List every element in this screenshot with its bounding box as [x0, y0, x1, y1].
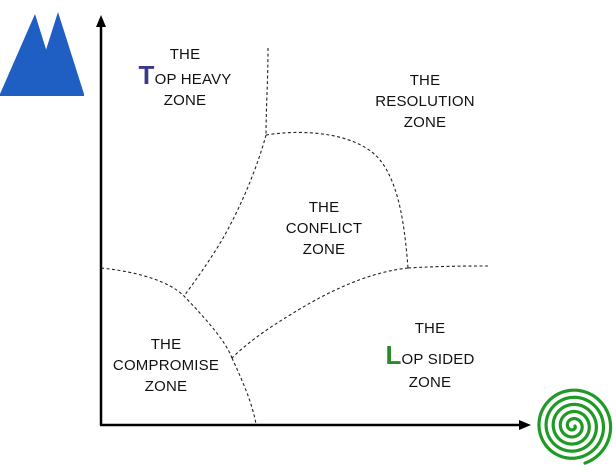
- lop-sided-line3: ZONE: [408, 374, 452, 391]
- lop-sided-line2: OP SIDED: [401, 351, 475, 368]
- zone-boundaries: [100, 47, 489, 425]
- axes: [96, 15, 531, 430]
- boundary-compromise-left: [100, 267, 233, 359]
- boundary-conflict-lop-sided: [231, 267, 409, 359]
- boundary-resolution-lop-sided: [407, 265, 489, 269]
- compromise-zone-label: THE COMPROMISE ZONE: [100, 334, 232, 397]
- conflict-line1: THE: [308, 199, 340, 216]
- top-heavy-line1: THE: [169, 46, 201, 63]
- compromise-line1: THE: [150, 336, 182, 353]
- boundary-compromise-bottom: [231, 357, 257, 425]
- conflict-line2: CONFLICT: [285, 220, 363, 237]
- boundary-top-heavy-upper: [265, 47, 269, 136]
- conflict-line3: ZONE: [302, 241, 346, 258]
- boundary-top-heavy-conflict: [183, 134, 267, 297]
- lop-sided-zone-label: THE LOP SIDED ZONE: [364, 318, 496, 393]
- top-heavy-big-letter: T: [138, 60, 155, 90]
- top-heavy-zone-label: THE TOP HEAVY ZONE: [118, 44, 252, 111]
- y-axis-arrow: [96, 15, 106, 27]
- resolution-line3: ZONE: [403, 114, 447, 131]
- mountain-icon: [0, 12, 84, 96]
- top-heavy-line3: ZONE: [163, 92, 207, 109]
- lop-sided-big-letter: L: [385, 340, 402, 370]
- lop-sided-line1: THE: [414, 320, 446, 337]
- resolution-line2: RESOLUTION: [375, 93, 475, 110]
- resolution-zone-label: THE RESOLUTION ZONE: [350, 70, 500, 133]
- spiral-icon: [531, 384, 615, 468]
- resolution-line1: THE: [409, 72, 441, 89]
- conflict-zone-label: THE CONFLICT ZONE: [262, 197, 386, 260]
- boundary-resolution-conflict: [265, 131, 409, 269]
- x-axis-arrow: [519, 420, 531, 430]
- compromise-line2: COMPROMISE: [112, 357, 220, 374]
- top-heavy-line2: OP HEAVY: [154, 71, 232, 88]
- compromise-line3: ZONE: [144, 378, 188, 395]
